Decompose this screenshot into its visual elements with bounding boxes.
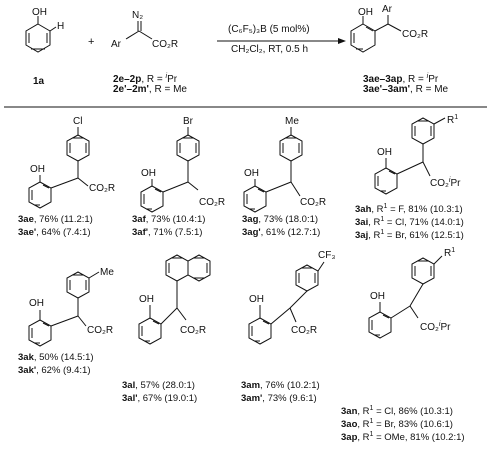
- product-general: OH Ar CO₂R: [350, 4, 428, 53]
- svg-text:OH: OH: [29, 298, 44, 309]
- svg-text:Me: Me: [285, 116, 299, 127]
- svg-text:CO₂R: CO₂R: [291, 325, 317, 336]
- compound-label-3ag: 3ag, 73% (18.0:1): [242, 214, 319, 225]
- diazo-n2-label: N₂: [132, 10, 143, 21]
- plus-sign: +: [88, 36, 94, 48]
- compound-label-3ag-prime: 3ag', 61% (12.7:1): [242, 227, 321, 238]
- structure-3ae: Cl OH CO₂R: [28, 116, 115, 209]
- label-2-series-ipr: 2e–2p, R = iPr: [113, 73, 178, 85]
- structure-3ah-3aj: R1 OH CO₂iPr: [374, 114, 461, 195]
- product-co2r-label: CO₂R: [402, 29, 428, 40]
- compound-label-3ak: 3ak, 50% (14.5:1): [18, 352, 94, 363]
- product-ar-label: Ar: [382, 4, 393, 15]
- svg-text:Cl: Cl: [73, 116, 82, 127]
- reactant-phenol: OH H: [25, 7, 64, 53]
- conditions-catalyst: (C₆F₅)₃B (5 mol%): [228, 24, 310, 35]
- compound-label-3af: 3af, 73% (10.4:1): [132, 214, 206, 225]
- svg-text:OH: OH: [30, 164, 45, 175]
- phenol-oh-label: OH: [32, 7, 47, 18]
- svg-text:OH: OH: [139, 294, 154, 305]
- compound-label-3ae: 3ae, 76% (11.2:1): [18, 214, 93, 225]
- svg-text:OH: OH: [141, 168, 156, 179]
- compound-label-3al: 3al, 57% (28.0:1): [122, 380, 195, 391]
- structure-3al: OH CO₂R: [138, 254, 211, 345]
- diazo-ar-label: Ar: [111, 39, 122, 50]
- svg-text:OH: OH: [377, 147, 392, 158]
- product-oh-label: OH: [358, 7, 373, 18]
- compound-label-3am-prime: 3am', 73% (9.6:1): [241, 393, 317, 404]
- compound-label-3aj: 3aj, R1 = Br, 61% (12.5:1): [355, 229, 464, 241]
- svg-text:Br: Br: [183, 116, 194, 127]
- compound-label-3an: 3an, R1 = Cl, 86% (10.3:1): [341, 405, 453, 417]
- structure-3an-3ap: R1 OH CO₂iPr: [368, 247, 455, 339]
- svg-text:CO₂R: CO₂R: [87, 325, 113, 336]
- compound-label-3ai: 3ai, R1 = Cl, 71% (14.0:1): [355, 216, 464, 228]
- label-3-series-ipr: 3ae–3ap, R = iPr: [363, 73, 439, 85]
- svg-text:OH: OH: [244, 168, 259, 179]
- svg-text:CO₂R: CO₂R: [89, 183, 115, 194]
- svg-text:OH: OH: [370, 291, 385, 302]
- svg-text:R1: R1: [444, 247, 455, 259]
- svg-text:OH: OH: [249, 294, 264, 305]
- svg-text:R1: R1: [447, 114, 458, 126]
- compound-label-3af-prime: 3af', 71% (7.5:1): [132, 227, 203, 238]
- reaction-arrow: [217, 38, 346, 44]
- compound-label-3ak-prime: 3ak', 62% (9.4:1): [18, 365, 91, 376]
- compound-label-3ap: 3ap, R1 = OMe, 81% (10.2:1): [341, 431, 465, 443]
- compound-label-3ah: 3ah, R1 = F, 81% (10.3:1): [355, 203, 463, 215]
- structure-3am: CF₃ OH CO₂R: [248, 250, 335, 345]
- svg-text:CO₂iPr: CO₂iPr: [430, 177, 461, 189]
- svg-text:CO₂R: CO₂R: [180, 325, 206, 336]
- structure-3ak: Me OH CO₂R: [28, 267, 114, 347]
- reactant-diazo: N₂ Ar CO₂R: [111, 10, 178, 50]
- svg-text:CF₃: CF₃: [318, 250, 335, 261]
- compound-label-3ae-prime: 3ae', 64% (7.4:1): [18, 227, 91, 238]
- svg-text:CO₂iPr: CO₂iPr: [420, 321, 451, 333]
- svg-text:Me: Me: [100, 267, 114, 278]
- label-2-series-me: 2e'–2m', R = Me: [113, 84, 187, 95]
- compound-label-3ao: 3ao, R1 = Br, 83% (10.6:1): [341, 418, 453, 430]
- diazo-co2r-label: CO₂R: [152, 39, 178, 50]
- label-1a: 1a: [33, 76, 45, 87]
- conditions-solvent: CH₂Cl₂, RT, 0.5 h: [231, 44, 309, 55]
- structure-3ag: Me OH CO₂R: [243, 116, 326, 213]
- compound-label-3al-prime: 3al', 67% (19.0:1): [122, 393, 198, 404]
- structure-3af: Br OH CO₂R: [140, 116, 225, 213]
- svg-text:CO₂R: CO₂R: [199, 197, 225, 208]
- svg-text:CO₂R: CO₂R: [300, 197, 326, 208]
- label-3-series-me: 3ae'–3am', R = Me: [363, 84, 449, 95]
- phenol-h-label: H: [57, 21, 64, 32]
- compound-label-3am: 3am, 76% (10.2:1): [241, 380, 320, 391]
